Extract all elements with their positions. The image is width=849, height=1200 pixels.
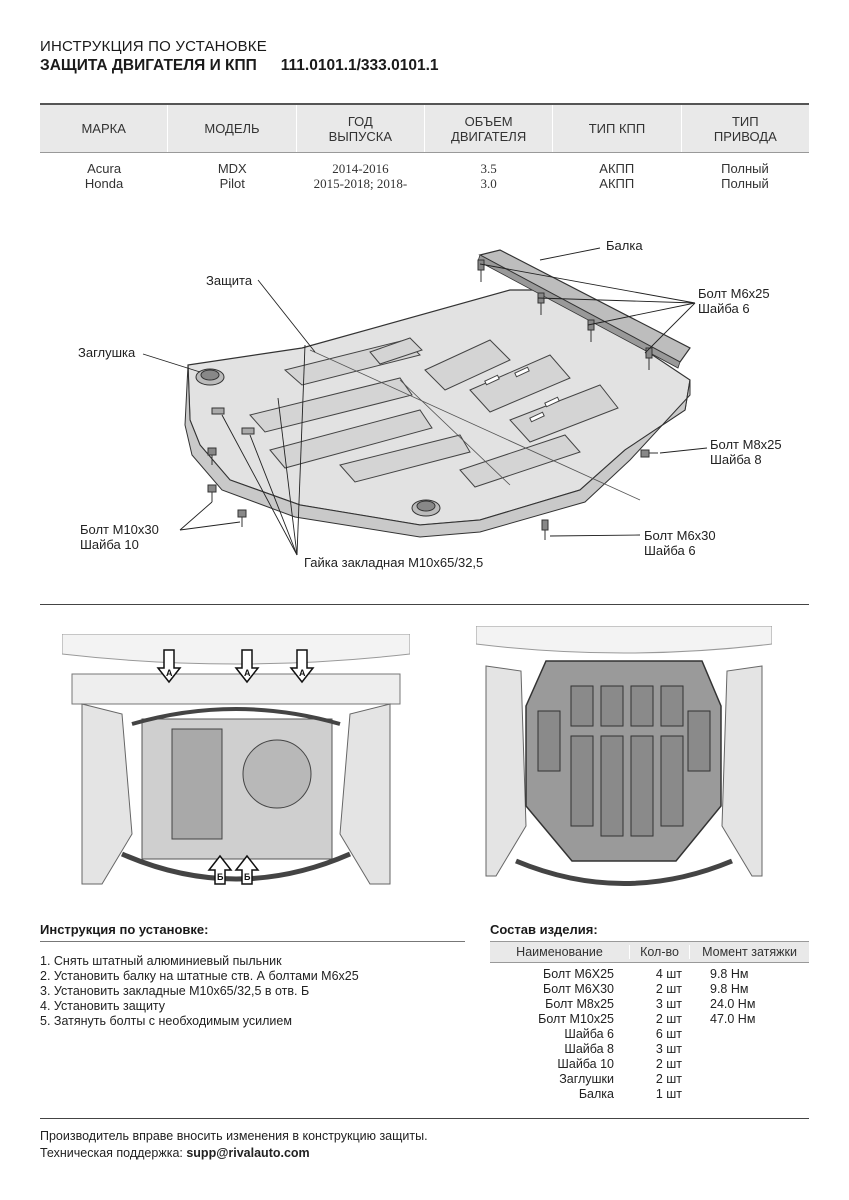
footer: Производитель вправе вносить изменения в… — [40, 1128, 428, 1162]
label-beam: Балка — [606, 238, 643, 253]
photo-before-install: А А А Б Б — [61, 633, 411, 910]
instructions-list: 1. Снять штатный алюминиевый пыльник 2. … — [40, 954, 465, 1029]
footer-divider — [40, 1118, 809, 1119]
footer-disclaimer: Производитель вправе вносить изменения в… — [40, 1129, 428, 1143]
instruction-step: 5. Затянуть болты с необходимым усилием — [40, 1014, 292, 1028]
mark-a-1: А — [166, 668, 173, 678]
kit-title: Состав изделия: — [490, 922, 598, 937]
col-gearbox: ТИП КПП — [553, 105, 682, 152]
photo-after-install — [475, 625, 773, 910]
installation-instructions: Инструкция по установке: 1. Снять штатны… — [40, 922, 465, 1029]
mark-b-2: Б — [244, 872, 251, 882]
kit-col-torque: Момент затяжки — [702, 945, 797, 959]
section-divider — [40, 604, 809, 605]
instruction-step: 1. Снять штатный алюминиевый пыльник — [40, 954, 282, 968]
kit-contents: Состав изделия: Наименование Кол-во Моме… — [490, 922, 809, 1102]
col-year: ГОД ВЫПУСКА — [297, 105, 425, 152]
document-header: ИНСТРУКЦИЯ ПО УСТАНОВКЕ ЗАЩИТА ДВИГАТЕЛЯ… — [40, 38, 439, 75]
shield-drawing — [142, 247, 708, 556]
underbody-sketch-after — [475, 625, 773, 886]
kit-col-qty: Кол-во — [630, 945, 690, 959]
instruction-step: 3. Установить закладные М10х65/32,5 в от… — [40, 984, 310, 998]
label-embedded-nut: Гайка закладная М10х65/32,5 — [304, 555, 484, 570]
product-name: ЗАЩИТА ДВИГАТЕЛЯ И КПП — [40, 57, 257, 74]
instruction-step: 4. Установить защиту — [40, 999, 166, 1013]
mark-b-1: Б — [217, 872, 224, 882]
footer-support: Техническая поддержка: supp@rivalauto.co… — [40, 1146, 310, 1160]
part-number: 111.0101.1/333.0101.1 — [280, 57, 439, 74]
col-model: МОДЕЛЬ — [168, 105, 297, 152]
instructions-title: Инструкция по установке: — [40, 922, 465, 942]
kit-table-header: Наименование Кол-во Момент затяжки — [490, 941, 809, 963]
header-title: ИНСТРУКЦИЯ ПО УСТАНОВКЕ — [40, 38, 267, 55]
label-plug: Заглушка — [78, 345, 136, 360]
underbody-sketch-before: А А А Б Б — [61, 633, 411, 885]
col-engine: ОБЪЕМ ДВИГАТЕЛЯ — [425, 105, 554, 152]
spec-table-header: МАРКА МОДЕЛЬ ГОД ВЫПУСКА ОБЪЕМ ДВИГАТЕЛЯ… — [40, 105, 809, 153]
support-email-link[interactable]: supp@rivalauto.com — [186, 1146, 310, 1160]
mark-a-2: А — [244, 668, 251, 678]
col-make: МАРКА — [40, 105, 169, 152]
col-drive: ТИП ПРИВОДА — [713, 113, 777, 144]
vehicle-spec-table: МАРКА МОДЕЛЬ ГОД ВЫПУСКА ОБЪЕМ ДВИГАТЕЛЯ… — [40, 103, 809, 191]
mark-a-3: А — [299, 668, 306, 678]
instruction-step: 2. Установить балку на штатные ств. А бо… — [40, 969, 359, 983]
kit-col-name: Наименование — [490, 945, 630, 959]
header-subtitle: ЗАЩИТА ДВИГАТЕЛЯ И КПП 111.0101.1/333.010… — [40, 57, 439, 75]
label-shield: Защита — [206, 273, 253, 288]
